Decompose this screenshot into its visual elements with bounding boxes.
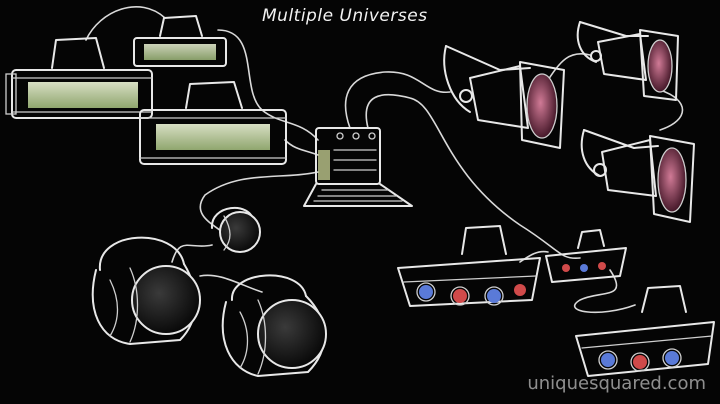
cable-strip-top-to-strip-small bbox=[85, 6, 166, 41]
cable-moving-head-small-to-large bbox=[171, 244, 213, 263]
multi-led-effect-icon bbox=[545, 229, 627, 283]
multi-led-effect-icon bbox=[575, 285, 715, 377]
cable-laptop-to-par-top bbox=[344, 71, 451, 129]
moving-head-icon bbox=[210, 206, 261, 253]
cable-effect-to-effect-small bbox=[519, 250, 549, 263]
laptop-icon bbox=[303, 127, 413, 207]
led-bar-icon bbox=[139, 81, 287, 165]
led-bar-icon bbox=[5, 37, 153, 119]
cable-par-to-par-right bbox=[659, 89, 684, 131]
cable-laptop-to-moving-head-small bbox=[199, 171, 319, 233]
led-bar-icon bbox=[133, 15, 227, 67]
par-can-icon bbox=[443, 45, 565, 149]
multi-led-effect-icon bbox=[397, 225, 541, 307]
diagram-title: Multiple Universes bbox=[262, 6, 428, 26]
cable-effect-small-to-effect-right bbox=[573, 269, 636, 314]
par-can-icon bbox=[576, 21, 679, 101]
cable-moving-head-to-moving-head bbox=[199, 274, 263, 293]
cables bbox=[85, 6, 684, 314]
cable-par-to-par-top-right bbox=[544, 53, 591, 86]
moving-head-icon bbox=[91, 236, 201, 345]
cable-strip-mid-to-laptop bbox=[284, 139, 319, 156]
cable-laptop-to-par-mid bbox=[365, 93, 581, 260]
par-can-icon bbox=[580, 129, 695, 223]
cable-strip-small-to-laptop bbox=[217, 29, 319, 141]
moving-head-icon bbox=[221, 274, 327, 377]
watermark: uniquesquared.com bbox=[527, 373, 706, 394]
